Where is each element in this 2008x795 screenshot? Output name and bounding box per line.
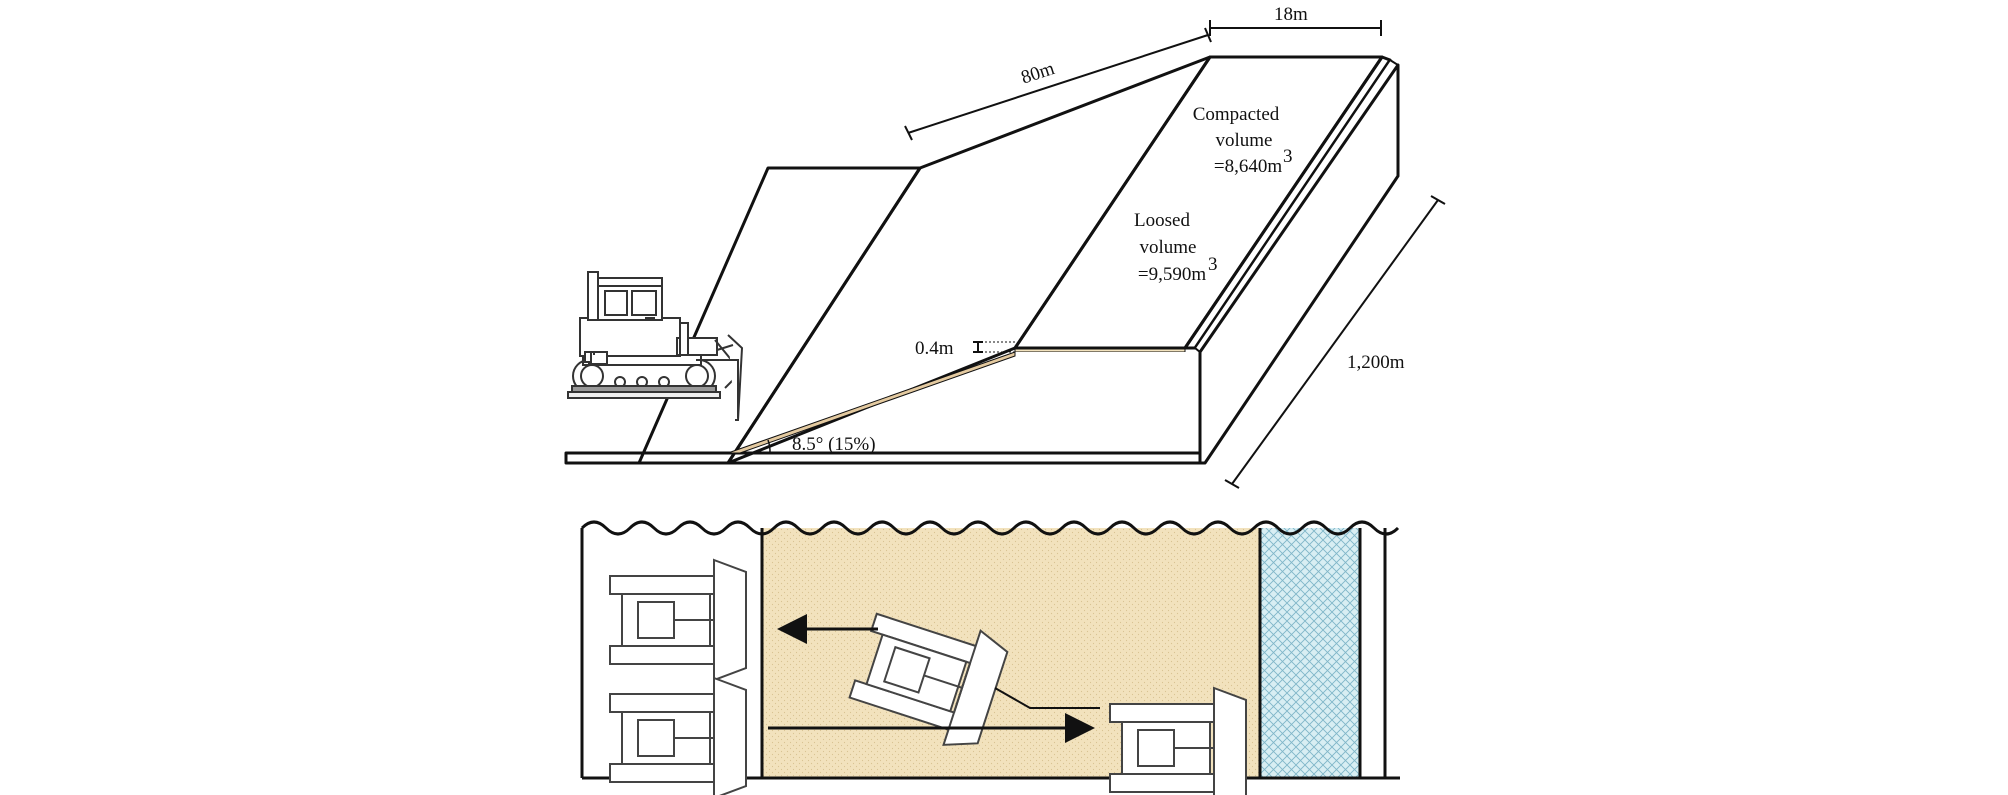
embankment-perspective-view xyxy=(564,55,1400,465)
layer-thickness-label: 0.4m xyxy=(915,338,954,359)
loosed-volume-annotation: Loosed volume =9,590m 3 xyxy=(1134,210,1217,285)
embankment-front-face xyxy=(1015,352,1200,463)
compacted-volume-superscript: 3 xyxy=(1283,146,1293,167)
bulldozer-side-icon xyxy=(567,271,744,421)
slope-angle-annotation: 8.5° (15%) xyxy=(767,434,876,455)
loosed-volume-superscript: 3 xyxy=(1208,254,1218,275)
bulldozer-path-connector xyxy=(994,687,1100,709)
bulldozer-plan-3 xyxy=(848,612,1009,746)
compacted-volume-title-1: Compacted xyxy=(1193,104,1280,125)
dimension-layer-thickness: 0.4m xyxy=(915,338,1015,359)
top-width-label: 18m xyxy=(1274,4,1308,25)
compacted-layer xyxy=(1013,55,1384,350)
loosed-volume-title-1: Loosed xyxy=(1134,210,1190,231)
slope-angle-label: 8.5° (15%) xyxy=(792,434,876,455)
bulldozer-plan-2 xyxy=(609,676,747,795)
plan-compacted-strip xyxy=(1260,528,1360,778)
bulldozer-plan-1 xyxy=(609,558,747,682)
compacted-volume-annotation: Compacted volume =8,640m 3 xyxy=(1193,104,1293,177)
loosed-volume-value: =9,590m xyxy=(1138,264,1206,285)
bulldozer-top-icon xyxy=(609,558,1247,795)
loosed-volume-title-2: volume xyxy=(1140,237,1197,258)
ground-base xyxy=(564,451,1202,465)
dimension-length: 1,200m xyxy=(1224,195,1446,489)
slope-wedge xyxy=(727,351,1016,454)
bulldozer-plan-4 xyxy=(1109,686,1247,795)
slope-length-label: 80m xyxy=(1019,58,1058,88)
plan-break-line xyxy=(580,520,1400,536)
embankment-left-back-block xyxy=(637,166,922,465)
compacted-volume-title-2: volume xyxy=(1216,130,1273,151)
compacted-layer-side xyxy=(1183,55,1392,350)
length-label: 1,200m xyxy=(1347,352,1405,373)
movement-arrows xyxy=(768,614,1100,743)
dimension-top-width: 18m xyxy=(1209,4,1382,36)
compacted-volume-value: =8,640m xyxy=(1214,156,1282,177)
